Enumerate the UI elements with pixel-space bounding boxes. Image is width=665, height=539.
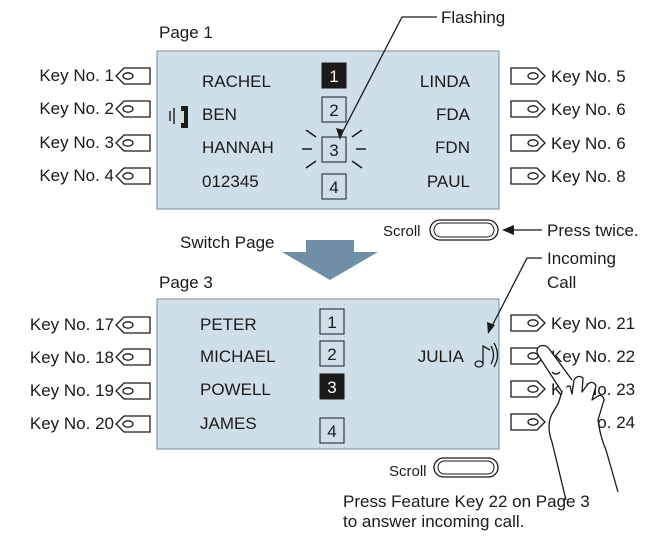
page3-pagebox-4 <box>319 417 345 444</box>
flashing-label: Flashing <box>441 8 505 27</box>
page1-feature-key-5[interactable] <box>510 67 546 85</box>
page1-key-label-1: Key No. 1 <box>39 66 114 85</box>
incoming-pointer-head <box>487 322 495 334</box>
page1-rname-3: FDN <box>435 138 470 157</box>
switch-page-arrow-icon <box>282 240 378 280</box>
page1-rname-4: PAUL <box>427 172 470 191</box>
page3-name-1: PETER <box>200 315 257 334</box>
handset-icon <box>169 106 188 128</box>
page1-pagenum-1: 1 <box>329 67 338 86</box>
flashing-rays-icon <box>302 129 366 169</box>
page1-feature-key-7[interactable] <box>510 134 546 152</box>
page1-title: Page 1 <box>159 23 213 42</box>
page1-feature-key-3[interactable] <box>115 134 151 152</box>
page1-name-4: 012345 <box>202 172 259 191</box>
page3-pagebox-2 <box>319 340 345 367</box>
page1-key-label-6: Key No. 6 <box>551 100 626 119</box>
page3-key-label-22: Key No. 22 <box>551 347 635 366</box>
page1-pagebox-2 <box>321 96 347 123</box>
page1-key-label-7: Key No. 6 <box>551 134 626 153</box>
page1-left-keys: Key No. 1 Key No. 2 Key No. 3 Key No. 4 <box>39 66 114 185</box>
page1-key-label-4: Key No. 4 <box>39 166 114 185</box>
page1-key-label-2: Key No. 2 <box>39 99 114 118</box>
page3-key-label-18: Key No. 18 <box>30 348 114 367</box>
page1-feature-key-8[interactable] <box>510 167 546 185</box>
page3-feature-key-24[interactable] <box>510 413 546 431</box>
page1-pagenum-4: 4 <box>329 178 338 197</box>
page3-pagebox-1 <box>319 308 345 335</box>
page1-feature-key-4[interactable] <box>115 167 151 185</box>
instruction-line1: Press Feature Key 22 on Page 3 <box>343 492 590 511</box>
page1-key-label-3: Key No. 3 <box>39 133 114 152</box>
page3-pagenum-3: 3 <box>327 378 336 397</box>
page3-feature-key-23[interactable] <box>510 380 546 398</box>
ringing-note-icon <box>474 342 499 368</box>
page1-pagebox-1 <box>321 62 347 89</box>
page3-key-label-20: Key No. 20 <box>30 414 114 433</box>
press-twice-pointer-head <box>502 225 514 235</box>
page1-pagenum-3: 3 <box>329 141 338 160</box>
pressing-hand-icon <box>536 344 619 501</box>
page3-name-4: JAMES <box>200 414 257 433</box>
page3-scroll-label: Scroll <box>389 463 427 480</box>
incoming-pointer <box>489 257 542 331</box>
page3-name-2: MICHAEL <box>200 347 276 366</box>
page3-pagenum-4: 4 <box>327 422 336 441</box>
page3-feature-key-21[interactable] <box>510 314 546 332</box>
page3-title: Page 3 <box>159 273 213 292</box>
page1-scroll-button[interactable] <box>429 219 499 241</box>
page3-scroll-button[interactable] <box>433 457 499 478</box>
page1-name-3: HANNAH <box>202 138 274 157</box>
page1-name-2: BEN <box>202 105 237 124</box>
page1-key-label-8: Key No. 8 <box>551 167 626 186</box>
page3-feature-key-19[interactable] <box>115 382 151 400</box>
switch-page-label: Switch Page <box>180 233 275 252</box>
page1-key-label-5: Key No. 5 <box>551 67 626 86</box>
page1-rname-1: LINDA <box>420 72 471 91</box>
page1-pagenum-2: 2 <box>329 101 338 120</box>
page3-pagenum-2: 2 <box>327 345 336 364</box>
incoming-label-line2: Call <box>547 273 576 292</box>
page3-name-3: POWELL <box>200 380 271 399</box>
press-twice-label: Press twice. <box>547 221 639 240</box>
flashing-pointer <box>339 16 437 138</box>
page3-pagenum-1: 1 <box>327 313 336 332</box>
page1-scroll-label: Scroll <box>383 223 421 240</box>
page1-feature-key-2[interactable] <box>115 100 151 118</box>
page1-rname-2: FDA <box>436 105 471 124</box>
page1-feature-key-6[interactable] <box>510 100 546 118</box>
page1-feature-key-1[interactable] <box>115 67 151 85</box>
page1-pagebox-3 <box>321 136 347 163</box>
page3-key-label-17: Key No. 17 <box>30 315 114 334</box>
page3-key-label-19: Key No. 19 <box>30 381 114 400</box>
page1-pagebox-4 <box>321 173 347 200</box>
incoming-label-line1: Incoming <box>547 249 616 268</box>
page1-name-1: RACHEL <box>202 72 271 91</box>
page3-rname-2: JULIA <box>418 347 465 366</box>
page3-pagebox-3 <box>319 373 345 400</box>
flashing-pointer-head <box>336 128 344 140</box>
instruction-line2: to answer incoming call. <box>343 512 524 531</box>
page3-feature-key-20[interactable] <box>115 415 151 433</box>
page3-feature-key-18[interactable] <box>115 348 151 366</box>
page3-key-label-21: Key No. 21 <box>551 314 635 333</box>
page3-feature-key-17[interactable] <box>115 316 151 334</box>
